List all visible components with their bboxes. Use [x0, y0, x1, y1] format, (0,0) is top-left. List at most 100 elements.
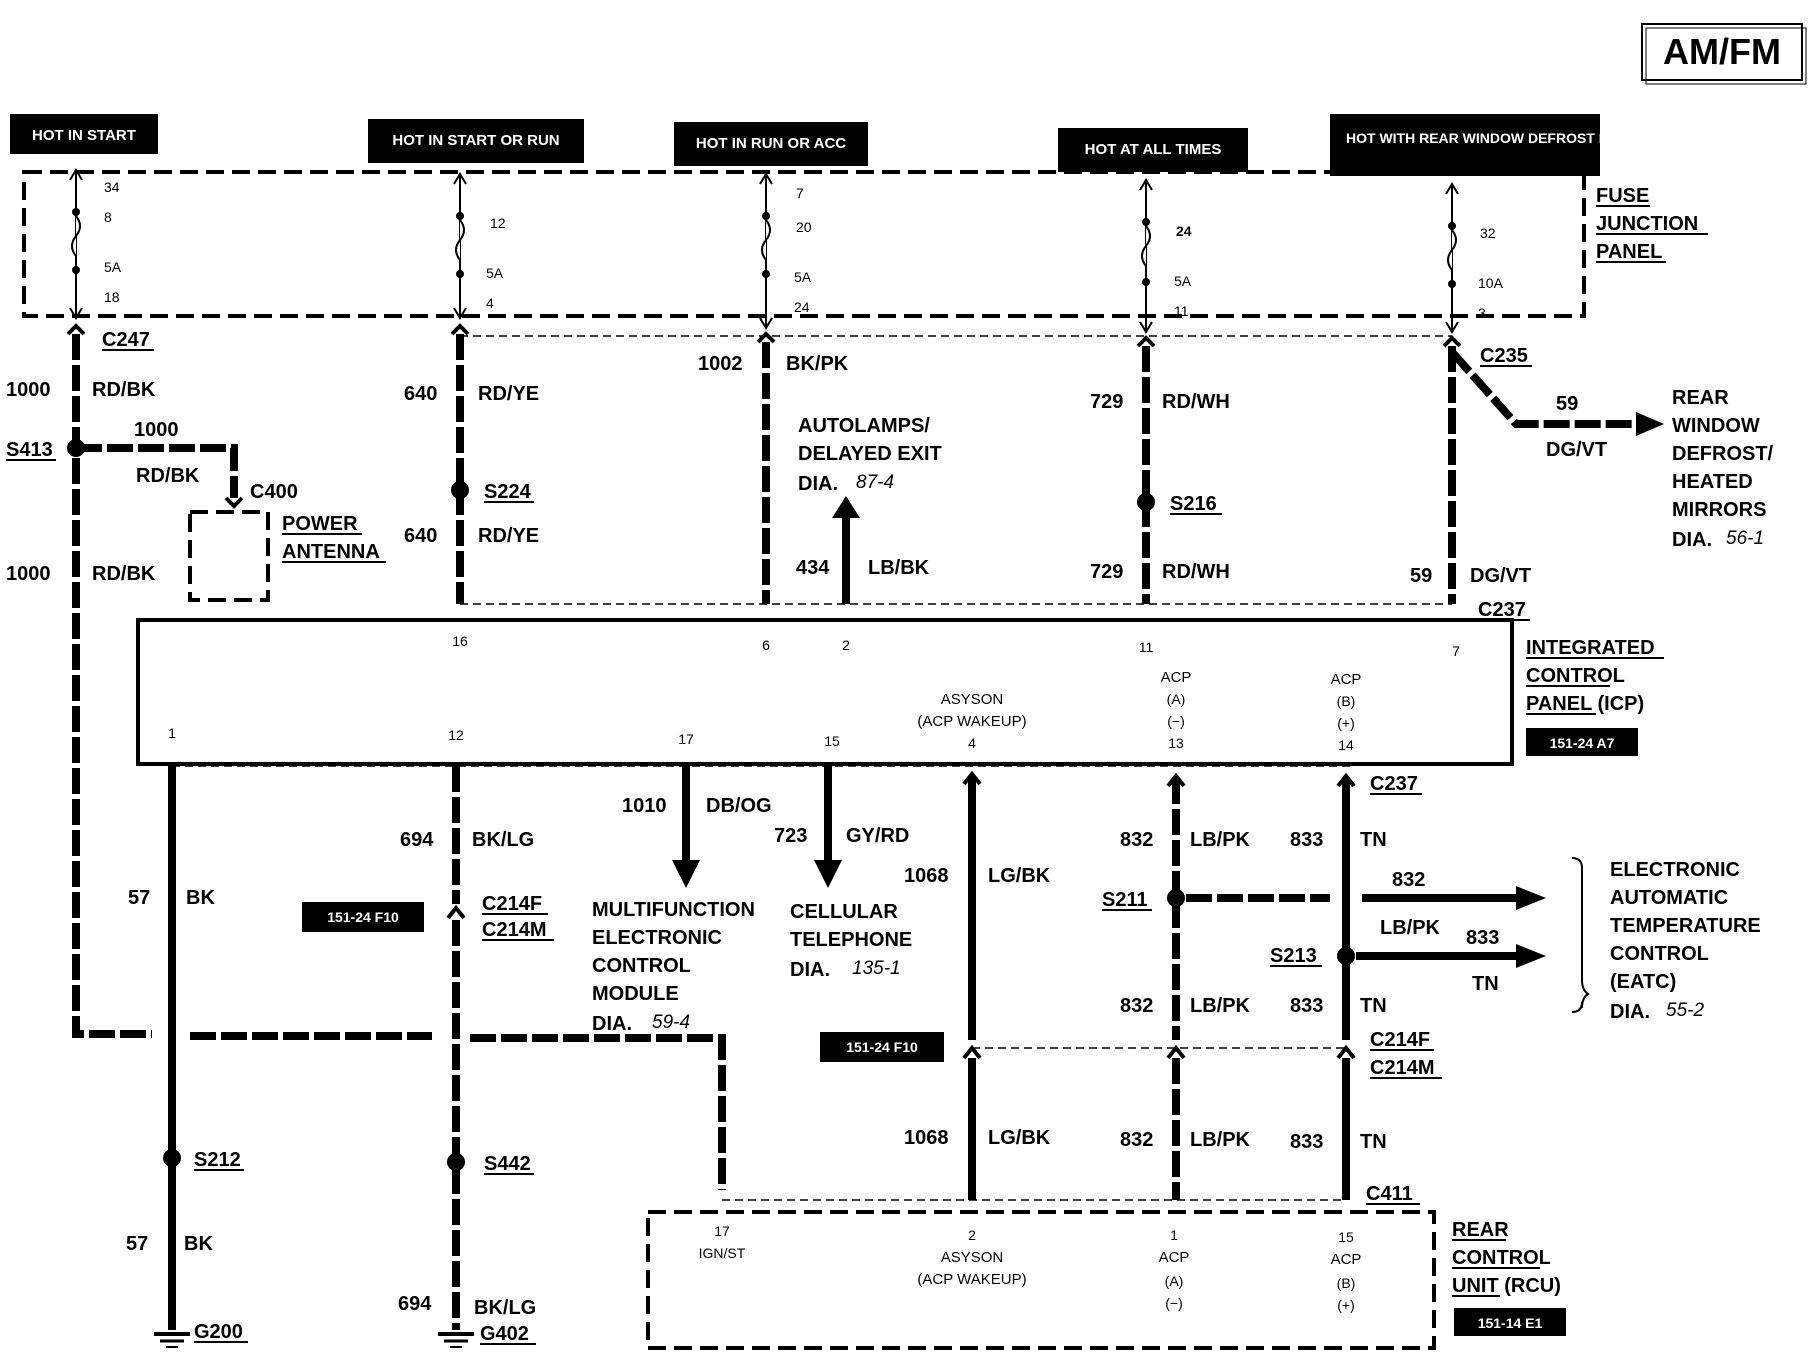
ground-symbol	[154, 1332, 190, 1348]
svg-text:694: 694	[398, 1293, 432, 1315]
svg-text:(B): (B)	[1337, 693, 1356, 709]
svg-text:32: 32	[1480, 225, 1496, 241]
fuse-1: 34 8 5A 18	[69, 168, 122, 320]
arrow-down	[672, 860, 700, 888]
eatc-label: AUTOMATIC	[1610, 887, 1728, 909]
svg-text:833: 833	[1290, 829, 1323, 851]
mfecm-dia: DIA.	[592, 1013, 632, 1035]
connector-label: C214F	[1370, 1029, 1430, 1051]
svg-text:ACP: ACP	[1331, 1251, 1362, 1268]
icp-ref: 151-24 A7	[1550, 735, 1615, 751]
fuse-panel-label: FUSE	[1596, 185, 1649, 207]
svg-text:RD/YE: RD/YE	[478, 383, 539, 405]
rear-defrost-label: HEATED	[1672, 471, 1753, 493]
power-antenna-box	[188, 510, 270, 602]
svg-text:7: 7	[1452, 643, 1460, 659]
arrow-down	[814, 860, 842, 888]
svg-text:832: 832	[1392, 869, 1425, 891]
svg-text:(A): (A)	[1165, 1273, 1184, 1289]
svg-text:1002: 1002	[698, 353, 743, 375]
svg-text:(ACP WAKEUP): (ACP WAKEUP)	[917, 1271, 1026, 1288]
svg-text:TN: TN	[1360, 829, 1387, 851]
connector-label: C214M	[482, 919, 546, 941]
svg-text:RD/WH: RD/WH	[1162, 391, 1230, 413]
svg-text:833: 833	[1466, 927, 1499, 949]
connector-label: C411	[1366, 1183, 1413, 1205]
svg-text:12: 12	[448, 727, 464, 743]
svg-text:DG/VT: DG/VT	[1470, 565, 1531, 587]
svg-text:24: 24	[794, 299, 810, 315]
svg-text:13: 13	[1168, 735, 1184, 751]
connector-label: C214M	[1370, 1057, 1434, 1079]
svg-text:ASYSON: ASYSON	[941, 1249, 1004, 1266]
svg-text:GY/RD: GY/RD	[846, 825, 909, 847]
svg-text:4: 4	[486, 295, 494, 311]
power-header-bg	[1058, 128, 1248, 172]
svg-text:24: 24	[1176, 223, 1192, 239]
rcu-label: UNIT (RCU)	[1452, 1275, 1561, 1297]
ground-label: G200	[194, 1321, 243, 1343]
svg-text:LB/BK: LB/BK	[868, 557, 930, 579]
power-header-hot-in-start-or-run: HOT IN START OR RUN	[392, 132, 559, 149]
wire-1000-antenna	[76, 444, 238, 498]
rcu-label: REAR	[1452, 1219, 1509, 1241]
svg-text:RD/BK: RD/BK	[92, 563, 156, 585]
svg-text:TN: TN	[1360, 995, 1387, 1017]
power-header-bg	[674, 122, 868, 166]
svg-text:11: 11	[1139, 639, 1154, 655]
power-header-hot-in-start: HOT IN START	[32, 127, 136, 144]
eatc-dia: DIA.	[1610, 1001, 1650, 1023]
svg-text:10A: 10A	[1478, 275, 1504, 291]
svg-text:1068: 1068	[904, 1127, 949, 1149]
cell-label: TELEPHONE	[790, 929, 912, 951]
splice-label: S442	[484, 1153, 531, 1175]
splice-s224	[451, 481, 469, 499]
svg-text:833: 833	[1290, 1131, 1323, 1153]
power-antenna-label: ANTENNA	[282, 541, 380, 563]
eatc-bracket	[1571, 857, 1590, 1013]
wire-1000	[470, 1034, 726, 1190]
svg-text:640: 640	[404, 383, 437, 405]
rear-defrost-dia: DIA.	[1672, 529, 1712, 551]
rear-defrost-label: MIRRORS	[1672, 499, 1766, 521]
svg-text:4: 4	[968, 735, 976, 751]
svg-text:723: 723	[774, 825, 807, 847]
wire-1000	[72, 334, 152, 1038]
eatc-ref: 55-2	[1666, 1000, 1704, 1021]
svg-text:TN: TN	[1360, 1131, 1387, 1153]
fuse-5: 32 10A 3	[1445, 182, 1504, 334]
icp-box	[136, 618, 1514, 766]
svg-text:729: 729	[1090, 391, 1123, 413]
svg-text:BK/LG: BK/LG	[472, 829, 534, 851]
rcu-ref: 151-14 E1	[1478, 1315, 1543, 1331]
svg-text:832: 832	[1120, 995, 1153, 1017]
autolamps-label: AUTOLAMPS/	[798, 415, 930, 437]
svg-text:5A: 5A	[1174, 273, 1192, 289]
arrow-up	[832, 496, 860, 518]
splice-s212	[163, 1149, 181, 1167]
power-header-bg	[10, 114, 158, 154]
svg-text:833: 833	[1290, 995, 1323, 1017]
mfecm-label: MODULE	[592, 983, 679, 1005]
fuse-4: 24 5A 11	[1139, 178, 1192, 334]
svg-text:(+): (+)	[1337, 1297, 1355, 1313]
mfecm-label: ELECTRONIC	[592, 927, 722, 949]
svg-text:57: 57	[128, 887, 150, 909]
cell-dia: DIA.	[790, 959, 830, 981]
svg-text:17: 17	[678, 731, 694, 747]
icp-ref-badge	[1526, 728, 1638, 756]
rear-defrost-label: DEFROST/	[1672, 443, 1774, 465]
power-header-rear-defrost: HOT WITH REAR WINDOW DEFROST RELAY ENERG…	[1346, 130, 1730, 146]
splice-label: S211	[1102, 889, 1148, 911]
svg-text:TN: TN	[1472, 973, 1499, 995]
rcu-label: CONTROL	[1452, 1247, 1551, 1269]
svg-text:1000: 1000	[6, 379, 51, 401]
svg-text:(B): (B)	[1337, 1275, 1356, 1291]
svg-text:BK/LG: BK/LG	[474, 1297, 536, 1319]
fuse-panel-label: PANEL	[1596, 241, 1662, 263]
rcu-ref-badge	[1454, 1308, 1566, 1336]
connector-label: C214F	[482, 893, 542, 915]
svg-text:1068: 1068	[904, 865, 949, 887]
autolamps-label: DELAYED EXIT	[798, 443, 942, 465]
svg-text:15: 15	[1338, 1229, 1354, 1245]
